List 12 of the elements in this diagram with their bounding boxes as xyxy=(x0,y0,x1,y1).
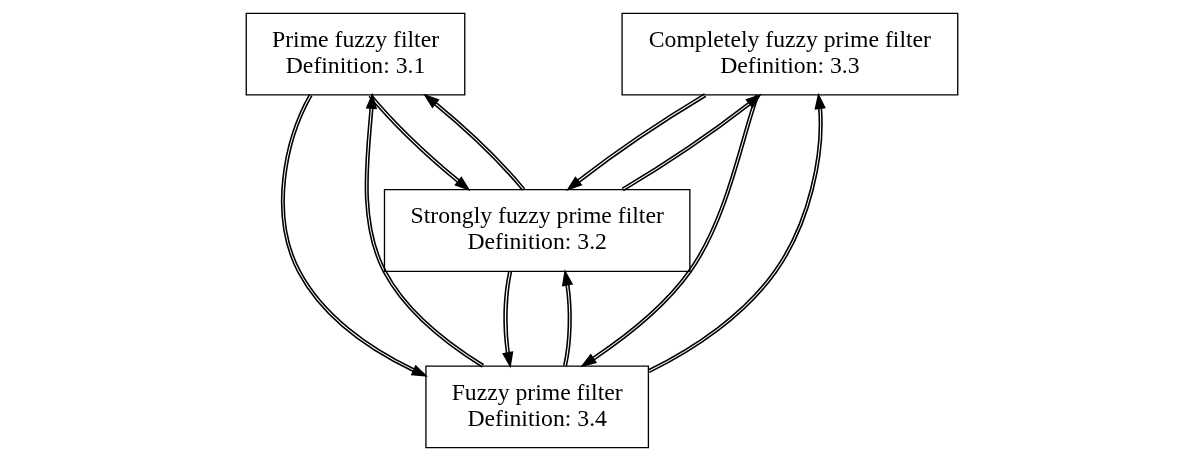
arrow xyxy=(364,92,484,368)
node-box: Strongly fuzzy prime filter Definition: 3.2 xyxy=(383,189,690,272)
arrow xyxy=(501,270,513,369)
arrow xyxy=(422,93,525,192)
node-box: Completely fuzzy prime filter Definition: 3.3 xyxy=(620,12,958,96)
arrow xyxy=(565,93,707,191)
arrow xyxy=(367,93,471,191)
arrow xyxy=(561,269,573,367)
node-box: Fuzzy prime filter Definition: 3.4 xyxy=(424,365,649,449)
node-box: Prime fuzzy filter Definition: 3.1 xyxy=(245,12,465,96)
arrow xyxy=(579,93,759,368)
arrow xyxy=(280,93,428,377)
